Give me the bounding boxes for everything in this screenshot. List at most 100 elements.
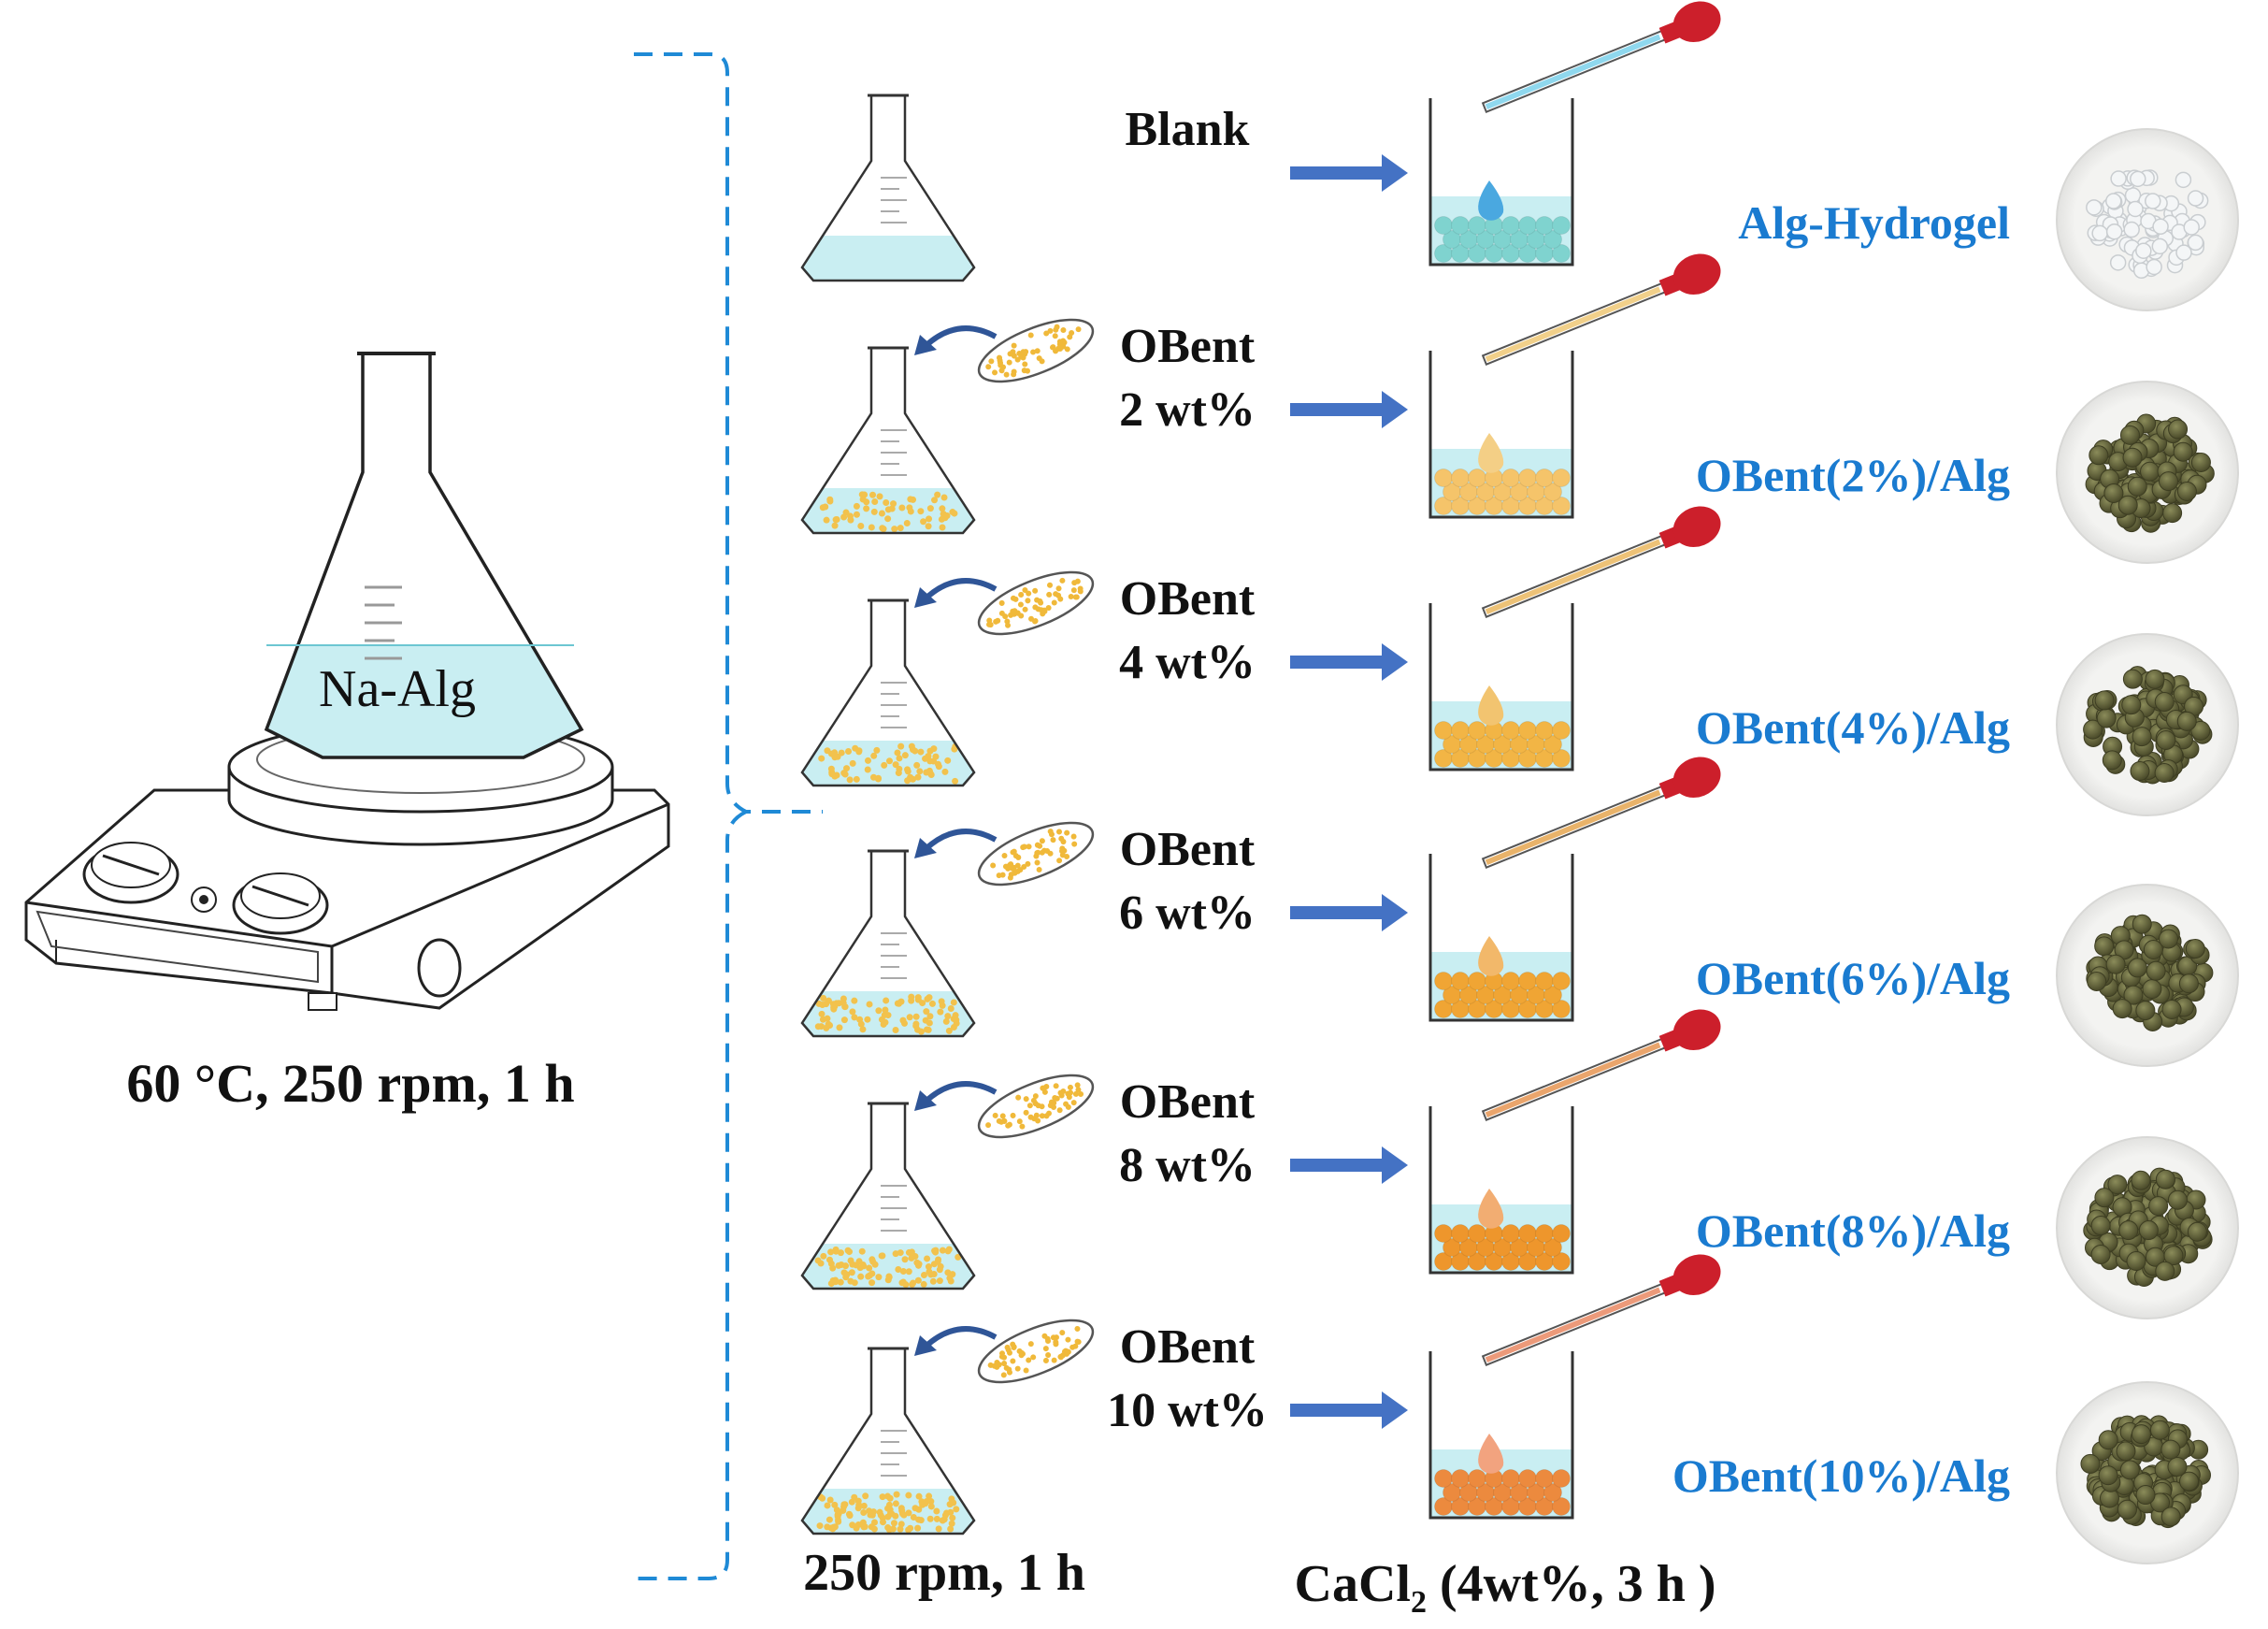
- hydrogel-bead: [2123, 221, 2140, 238]
- powder-grain: [992, 1112, 998, 1118]
- suspended-particle: [908, 997, 915, 1004]
- gel-bead: [1518, 216, 1537, 235]
- obent-powder-dish: [977, 821, 1095, 887]
- suspended-particle: [936, 1277, 943, 1285]
- powder-grain: [1065, 1103, 1071, 1110]
- process-arrow: [1290, 656, 1384, 669]
- gel-bead: [1501, 721, 1520, 740]
- suspended-particle: [824, 1015, 831, 1022]
- suspended-particle: [894, 1000, 901, 1007]
- powder-grain: [1037, 598, 1043, 604]
- suspended-particle: [840, 1506, 847, 1514]
- suspended-particle: [875, 1007, 883, 1015]
- composite-bead: [2148, 1196, 2169, 1217]
- suspended-particle: [905, 1492, 912, 1499]
- suspended-particle: [947, 1508, 955, 1516]
- powder-grain: [995, 617, 1001, 624]
- suspended-particle: [854, 1521, 862, 1528]
- powder-grain: [1034, 842, 1041, 848]
- composite-bead: [2083, 719, 2103, 740]
- gel-bead: [1468, 1469, 1486, 1488]
- composite-bead: [2155, 1169, 2175, 1189]
- powder-grain: [1053, 1083, 1059, 1089]
- hydrogel-bead: [2183, 219, 2200, 236]
- additive-label: Blank: [1126, 103, 1250, 156]
- powder-grain: [1011, 342, 1017, 349]
- suspended-particle: [828, 771, 836, 778]
- gel-bead: [1543, 483, 1562, 501]
- suspended-particle: [897, 742, 905, 750]
- product-label: OBent(10%)/Alg: [1672, 1449, 2010, 1502]
- pipette-bulb: [1672, 1, 1721, 42]
- curved-add-arrow: [923, 829, 998, 852]
- powder-grain: [1035, 849, 1041, 856]
- powder-grain: [1032, 1093, 1039, 1100]
- powder-grain: [1070, 1100, 1077, 1106]
- powder-grain: [1043, 1113, 1050, 1119]
- suspended-particle: [924, 995, 931, 1002]
- pipette-bulb: [1672, 757, 1721, 798]
- suspended-particle: [854, 1497, 862, 1505]
- suspended-particle: [897, 1521, 905, 1528]
- curved-add-arrow: [923, 1326, 998, 1349]
- suspended-particle: [842, 1262, 850, 1270]
- gel-bead: [1451, 972, 1470, 990]
- powder-grain: [1001, 853, 1008, 859]
- composite-bead: [2176, 711, 2197, 731]
- gel-bead: [1434, 972, 1453, 990]
- powder-grain: [1026, 590, 1032, 597]
- curved-add-arrow: [923, 1081, 998, 1104]
- powder-grain: [1053, 326, 1059, 333]
- powder-grain: [1039, 1113, 1045, 1119]
- beaker: [1428, 854, 1574, 1022]
- suspended-particle: [923, 1008, 930, 1016]
- gel-bead: [1451, 1469, 1470, 1488]
- suspended-particle: [951, 745, 958, 753]
- suspended-particle: [829, 1264, 837, 1272]
- suspended-particle: [886, 1494, 894, 1502]
- process-arrow: [1290, 403, 1384, 416]
- suspended-particle: [920, 1280, 927, 1288]
- suspended-particle: [814, 1257, 822, 1264]
- composite-bead: [2138, 1220, 2159, 1241]
- suspended-particle: [895, 1266, 902, 1274]
- suspended-particle: [868, 524, 875, 531]
- gel-bead: [1552, 721, 1571, 740]
- suspended-particle: [917, 1517, 925, 1524]
- suspended-particle: [833, 516, 840, 524]
- composite-bead: [2167, 1189, 2188, 1210]
- falling-droplet: [1478, 685, 1504, 726]
- suspended-particle: [939, 1002, 946, 1009]
- suspended-particle: [917, 748, 925, 756]
- powder-grain: [1064, 829, 1070, 836]
- suspended-particle: [920, 1272, 927, 1279]
- suspended-particle: [926, 505, 934, 512]
- suspended-particle: [908, 1248, 915, 1256]
- gel-bead: [1543, 230, 1562, 249]
- falling-droplet: [1478, 180, 1504, 221]
- powder-grain: [1033, 1112, 1040, 1118]
- powder-grain: [1018, 1352, 1025, 1359]
- dropper-pipette: [1481, 253, 1721, 366]
- composite-bead: [2168, 419, 2189, 440]
- gel-bead: [1451, 469, 1470, 487]
- suspended-particle: [926, 1013, 934, 1020]
- obent-powder-dish: [977, 318, 1095, 383]
- suspended-particle: [934, 491, 941, 498]
- composite-bead: [2117, 495, 2138, 515]
- beaker: [1428, 1351, 1574, 1520]
- suspended-particle: [939, 524, 946, 531]
- composite-bead: [2143, 940, 2163, 960]
- powder-grain: [1001, 1354, 1008, 1361]
- additive-label: OBent: [1120, 1075, 1256, 1129]
- flask-solution: [802, 1244, 974, 1289]
- suspended-particle: [881, 761, 888, 769]
- powder-grain: [1069, 1344, 1076, 1350]
- composite-bead: [2187, 1221, 2207, 1242]
- suspended-particle: [820, 994, 827, 1002]
- suspended-particle: [933, 1515, 940, 1522]
- suspended-particle: [912, 1505, 919, 1512]
- speed-knob: [232, 872, 329, 935]
- suspended-particle: [851, 997, 858, 1004]
